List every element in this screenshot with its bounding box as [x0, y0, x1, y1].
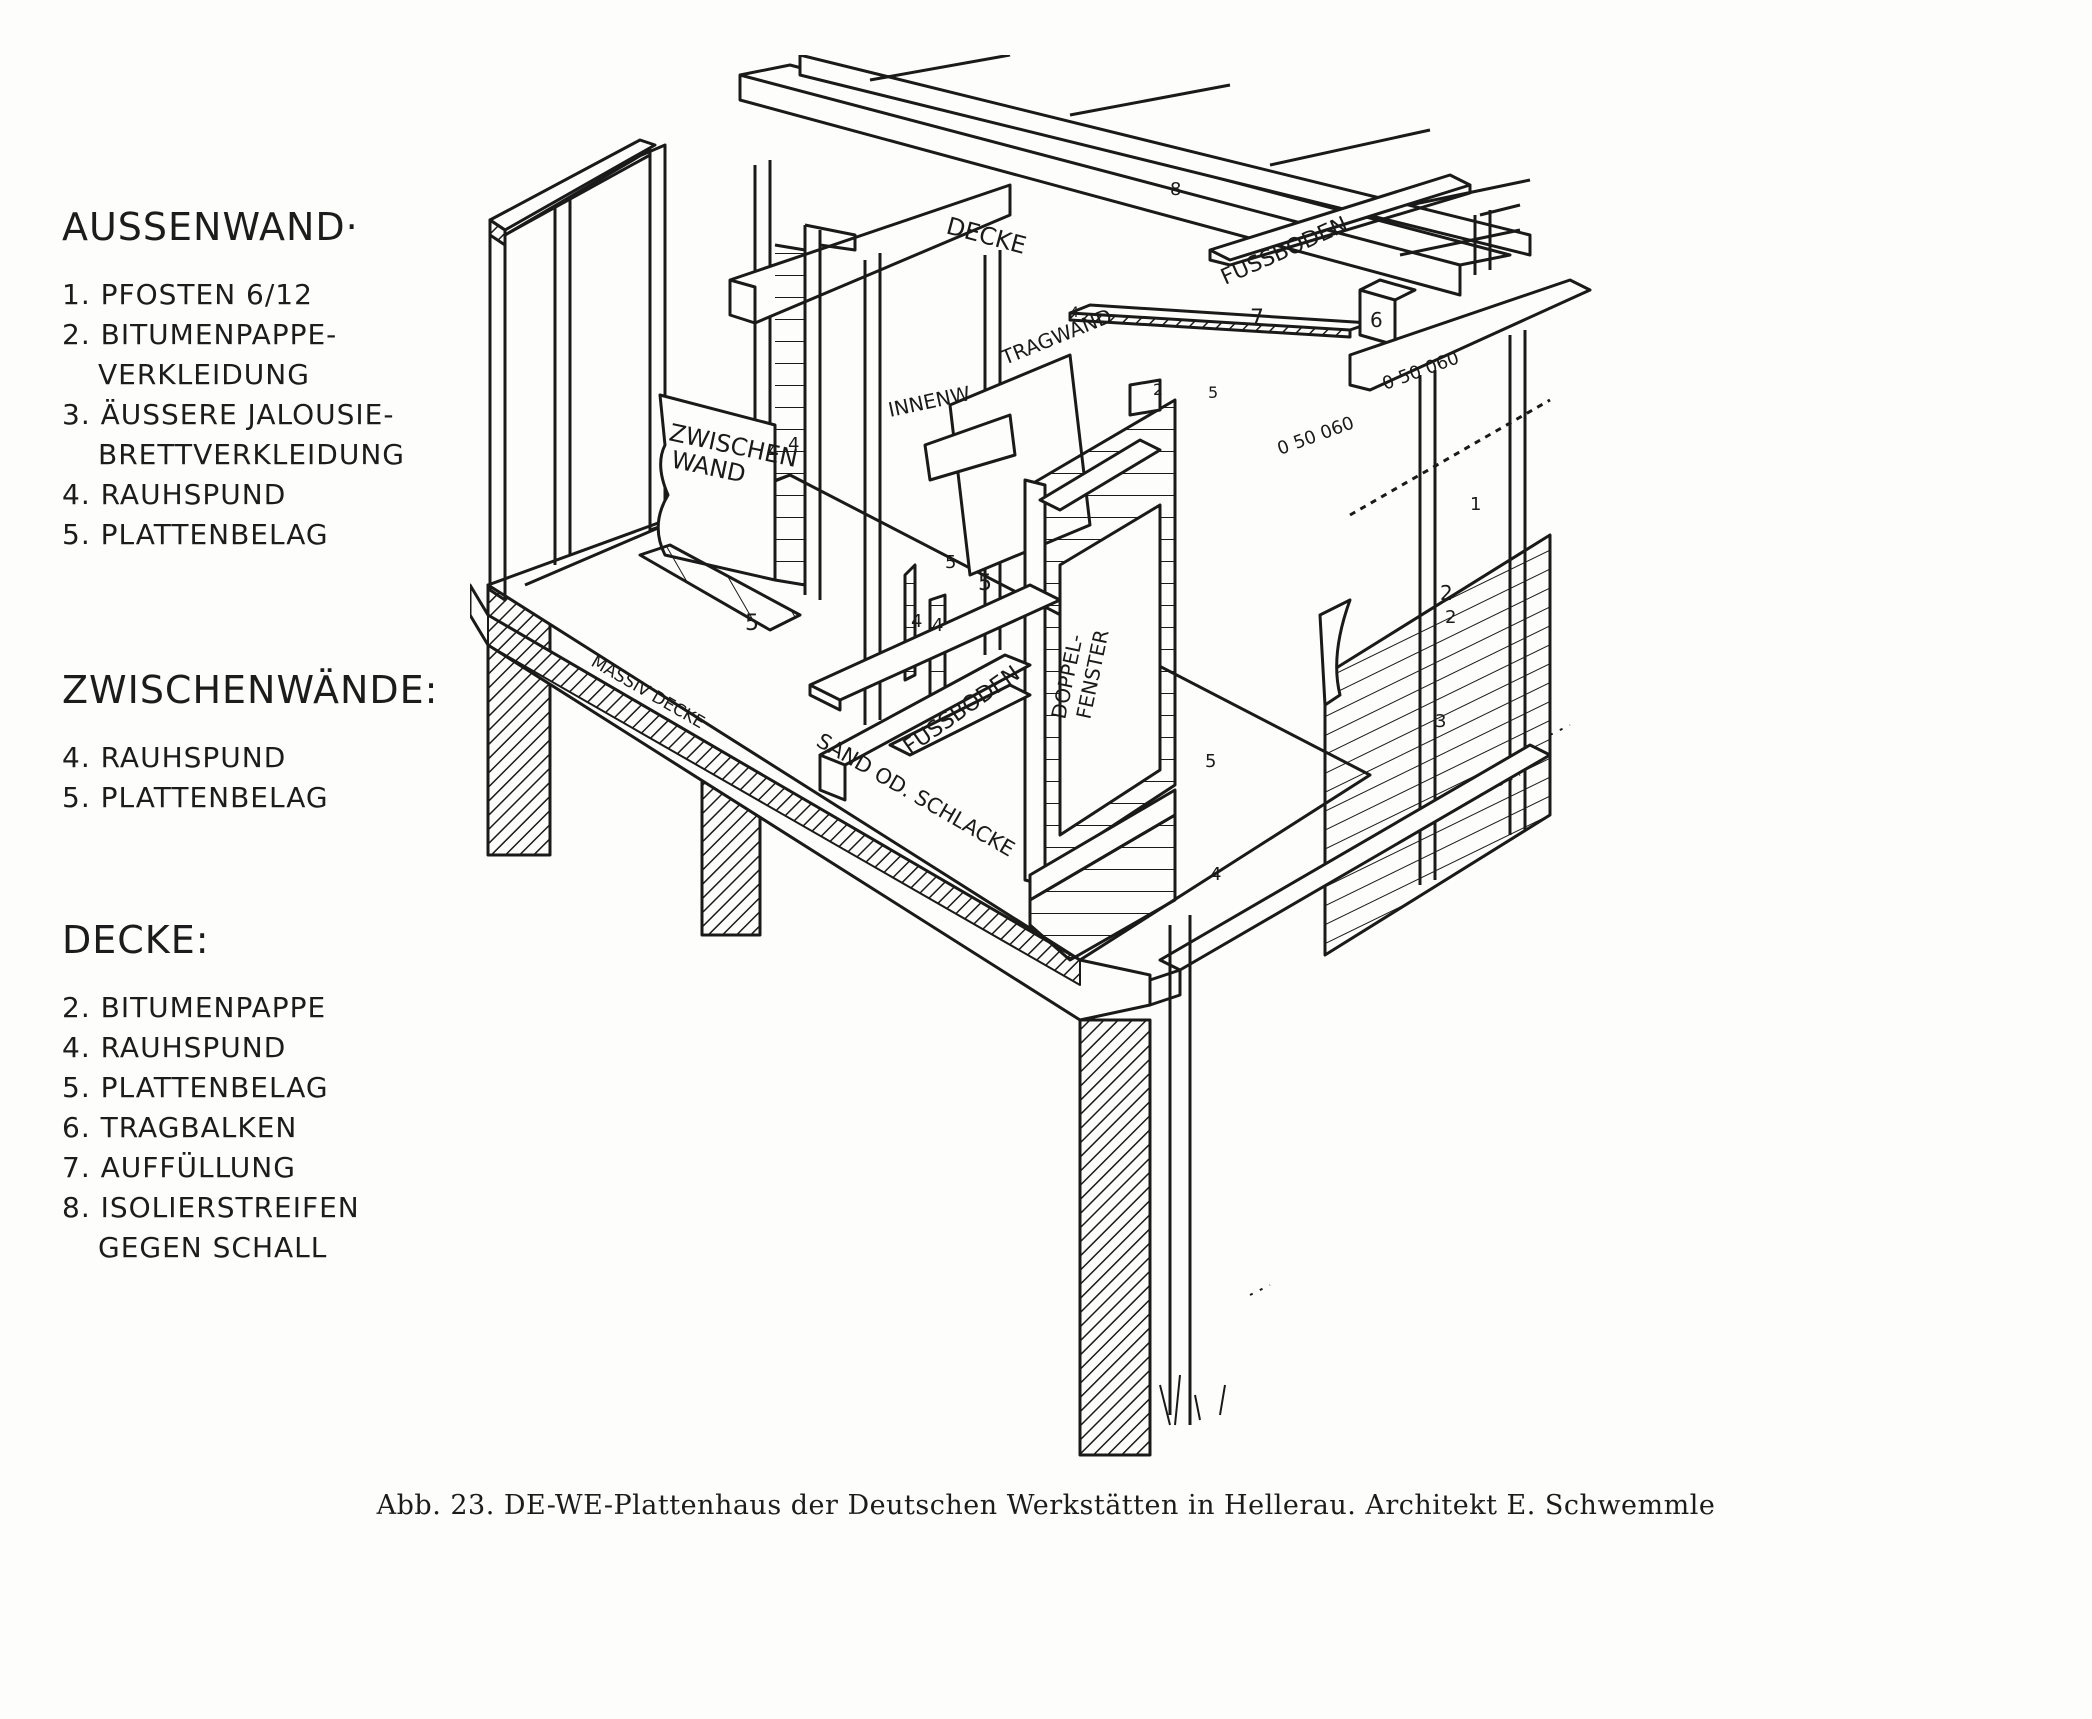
number-label: 8: [1170, 179, 1181, 200]
corner-post-cut: [488, 218, 507, 247]
left-wall-post: [553, 197, 572, 565]
legend-item: 5. PLATTENBELAG: [62, 1071, 329, 1104]
exterior-siding: [1323, 533, 1552, 957]
number-label: 5: [1208, 383, 1218, 402]
innenwand-board: [923, 413, 1017, 482]
drawing-svg: DECKE FUSSBODEN ZWISCHEN WAND INNENW TRA…: [468, 53, 1592, 1457]
rafters-right: [1399, 203, 1521, 257]
number-label: 7: [1250, 306, 1264, 331]
roof-rafters: [869, 53, 1531, 207]
number-label: 4: [932, 615, 943, 636]
floor-beam: [1348, 278, 1592, 392]
legend-item: 5. PLATTENBELAG: [62, 781, 329, 814]
roof-beam-back: [798, 53, 1532, 257]
number-label: 4: [1070, 305, 1079, 321]
legend-item: 2. BITUMENPAPPE-: [62, 318, 338, 351]
number-label: 5: [945, 552, 956, 573]
bitumen-layer: [1349, 398, 1551, 517]
window-casing-left: [1023, 478, 1047, 887]
ground-dots: [1249, 724, 1571, 1296]
legend-item: 4. RAUHSPUND: [62, 478, 287, 511]
zwischenwand-floor: [638, 543, 802, 632]
window-post: [1128, 378, 1162, 417]
number-label: 1: [1470, 494, 1481, 515]
tragbalken-6-top: [1359, 278, 1417, 302]
legend-item: BRETTVERKLEIDUNG: [98, 438, 405, 471]
floor-joist: [818, 653, 1032, 767]
left-wall-inner: [504, 153, 651, 237]
legend-item: 4. RAUHSPUND: [62, 1031, 287, 1064]
number-label: 3: [1435, 711, 1446, 732]
massive-slab-hatch: [487, 614, 1081, 986]
sill-beam-edge: [1149, 968, 1182, 1007]
legend-zwischenwaende: ZWISCHENWÄNDE: 4. RAUHSPUND 5. PLATTENBE…: [62, 668, 438, 818]
house-construction-drawing: DECKE FUSSBODEN ZWISCHEN WAND INNENW TRA…: [468, 53, 2050, 1485]
right-post-low: [1168, 915, 1192, 1425]
legend-decke-heading: DECKE:: [62, 918, 210, 962]
number-label: 2: [1445, 607, 1456, 628]
left-wall-frame: [488, 143, 667, 602]
number-label: 2: [1440, 581, 1453, 605]
number-label: 6: [1370, 308, 1383, 332]
legend-item: 3. ÄUSSERE JALOUSIE-: [62, 398, 395, 431]
ceiling-section: [1068, 311, 1352, 339]
window-head: [1038, 438, 1162, 512]
legend-aussenwand-heading: AUSSENWAND·: [62, 205, 359, 249]
zwischenwand-post: [803, 223, 857, 600]
foundation-pier: [1078, 1018, 1152, 1457]
legend-aussenwand: AUSSENWAND· 1. PFOSTEN 6/12 2. BITUMENPA…: [62, 205, 405, 555]
legend-item: 2. BITUMENPAPPE: [62, 991, 327, 1024]
floor-board-main: [808, 583, 1062, 702]
legend-item: VERKLEIDUNG: [98, 358, 310, 391]
label-dim-a: 0 50 060: [1275, 413, 1358, 460]
legend-decke: DECKE: 2. BITUMENPAPPE 4. RAUHSPUND 5. P…: [62, 918, 360, 1268]
cross-beam: [728, 183, 1012, 325]
number-label: 5: [745, 611, 759, 636]
legend-item: 1. PFOSTEN 6/12: [62, 278, 313, 311]
wall-boards-lower: [1028, 813, 1177, 962]
window-sash: [1058, 503, 1162, 837]
ground-marks: [1159, 1374, 1226, 1426]
number-label: 2: [1153, 380, 1163, 399]
number-label: 4: [788, 434, 799, 455]
legend-item: 4. RAUHSPUND: [62, 741, 287, 774]
floor-board-main-edge: [808, 685, 842, 712]
fussboden-edge: [1208, 185, 1472, 267]
right-wall-post: [1473, 210, 1492, 275]
zwischenwand-boards: [774, 243, 807, 587]
cross-beam-end: [729, 278, 757, 323]
figure-caption: Abb. 23. DE-WE-Plattenhaus der Deutschen…: [376, 1490, 1716, 1521]
number-label: 5: [1205, 751, 1216, 772]
legend-item: 8. ISOLIERSTREIFEN: [62, 1191, 360, 1224]
number-label: 4: [767, 442, 778, 463]
legend-item: 7. AUFFÜLLUNG: [62, 1151, 296, 1184]
legend-item: 6. TRAGBALKEN: [62, 1111, 298, 1144]
number-label: 4: [1210, 864, 1221, 885]
tragwand-post: [863, 253, 882, 725]
number-label: 4: [911, 611, 922, 632]
drawing-lines: [468, 53, 1592, 1457]
fussboden-section: [888, 683, 1032, 757]
top-plate: [488, 138, 657, 232]
siding-edge: [1318, 598, 1352, 707]
floor-joist-end: [818, 755, 847, 802]
legend-item: GEGEN SCHALL: [98, 1231, 328, 1264]
number-label: 5: [978, 571, 992, 596]
legend-item: 5. PLATTENBELAG: [62, 518, 329, 551]
sill-beam: [1158, 743, 1552, 972]
legend-zwischenwaende-heading: ZWISCHENWÄNDE:: [62, 668, 439, 712]
